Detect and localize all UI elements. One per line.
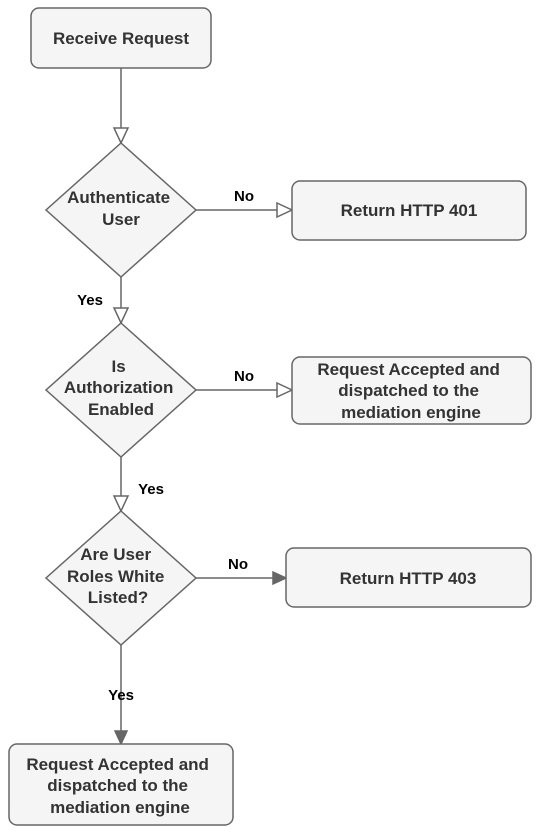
edge-label-authz-no: No xyxy=(234,368,254,385)
svg-text:Are User Roles White: Are User Roles White Listed? xyxy=(67,545,169,607)
decision-authenticate-user: Authenticate User xyxy=(44,141,198,279)
node-text-line: mediation engine xyxy=(341,403,481,422)
svg-text:Authenticate User: Authenticate User xyxy=(67,188,175,229)
edge-label-auth-no: No xyxy=(234,188,254,205)
node-return-http-403: Return HTTP 403 xyxy=(285,547,532,608)
node-text-line: Request Accepted and xyxy=(317,360,500,379)
arrow-open-head xyxy=(276,201,294,219)
arrow-solid-head xyxy=(113,730,129,746)
arrow-open-head xyxy=(276,381,294,399)
node-request-accepted-bottom: Request Accepted and dispatched to the m… xyxy=(8,743,234,826)
svg-text:Is Authorization E: Is Authorization Enabled xyxy=(64,357,178,419)
node-text-line: Receive Request xyxy=(53,29,189,48)
node-text-line: dispatched to the xyxy=(47,776,188,795)
node-text-line: Is xyxy=(112,357,126,376)
edge-label-roles-no: No xyxy=(228,556,248,573)
node-text-line: Request Accepted and xyxy=(26,755,209,774)
node-text-line: Enabled xyxy=(88,400,154,419)
node-text-line: Authorization xyxy=(64,378,174,397)
edge-label-auth-yes: Yes xyxy=(77,292,103,309)
node-text-line: dispatched to the xyxy=(338,381,479,400)
edge-label-authz-yes: Yes xyxy=(138,481,164,498)
arrow-open-head xyxy=(112,307,130,325)
svg-text:Request Accepted and dis: Request Accepted and dispatched to the m… xyxy=(317,360,504,422)
svg-text:Receive Request: Receive Request xyxy=(53,29,189,48)
arrow-solid-head xyxy=(272,570,288,586)
node-text-line: mediation engine xyxy=(50,798,190,817)
node-text-line: User xyxy=(102,210,140,229)
arrow-open-head xyxy=(112,127,130,145)
node-text-line: Authenticate xyxy=(67,188,170,207)
arrow-open-head xyxy=(112,495,130,513)
node-text-line: Return HTTP 403 xyxy=(340,569,477,588)
node-text-line: Listed? xyxy=(88,588,148,607)
edge-label-roles-yes: Yes xyxy=(108,687,134,704)
node-return-http-401: Return HTTP 401 xyxy=(291,180,527,241)
decision-roles-white-listed: Are User Roles White Listed? xyxy=(44,509,198,647)
decision-authorization-enabled: Is Authorization Enabled xyxy=(44,321,198,459)
node-text-line: Are User xyxy=(80,545,151,564)
svg-text:Request Accepted and dis: Request Accepted and dispatched to the m… xyxy=(26,755,213,817)
svg-text:Return HTTP 403: Return HTTP 403 xyxy=(340,569,477,588)
node-text-line: Roles White xyxy=(67,567,164,586)
svg-text:Return HTTP 401: Return HTTP 401 xyxy=(341,201,478,220)
node-text-line: Return HTTP 401 xyxy=(341,201,478,220)
node-request-accepted-right: Request Accepted and dispatched to the m… xyxy=(291,356,532,425)
node-receive-request: Receive Request xyxy=(30,7,212,69)
